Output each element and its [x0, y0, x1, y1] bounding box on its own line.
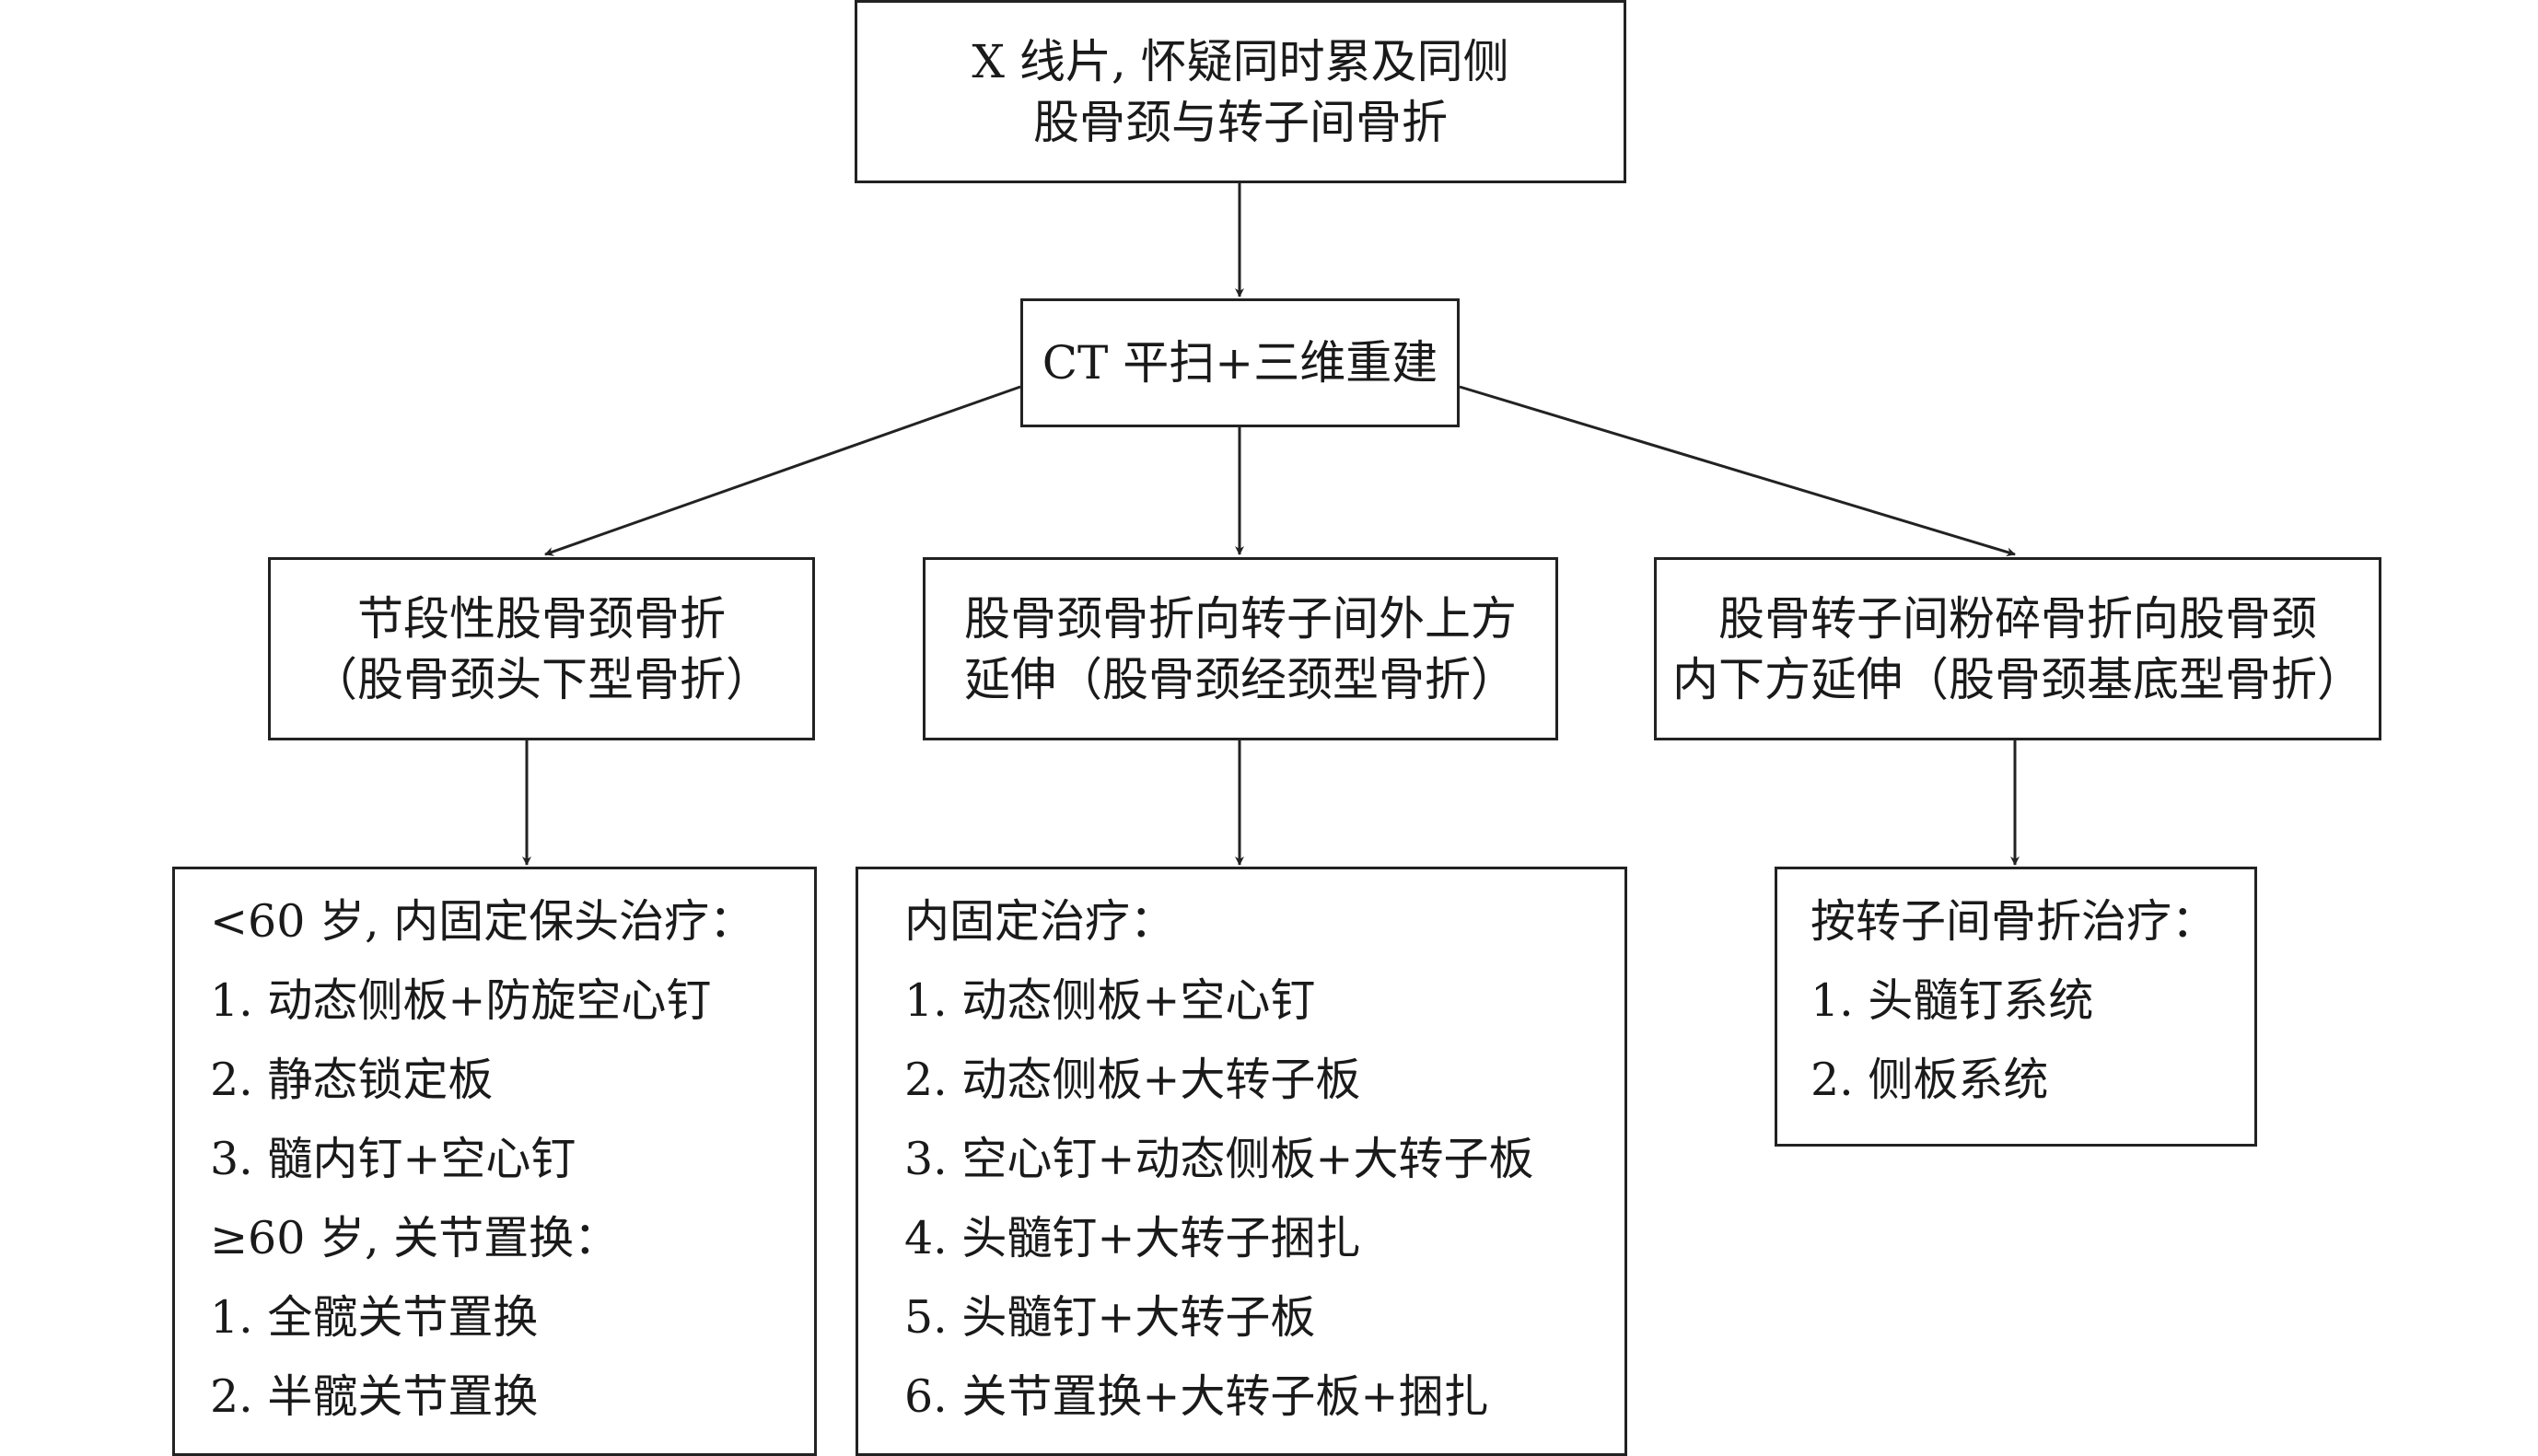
ct-scan-box: CT 平扫+三维重建: [1020, 298, 1460, 427]
treatment-item: 1. 头髓钉系统: [1810, 974, 2094, 1027]
treatment-item: 2. 侧板系统: [1810, 1054, 2049, 1106]
treatment-item: 5. 头髓钉+大转子板: [904, 1291, 1316, 1344]
segmental-fracture-box: 节段性股骨颈骨折 （股骨颈头下型骨折）: [268, 557, 815, 740]
treatment-item: 2. 静态锁定板: [210, 1054, 494, 1106]
basicervical-fracture-line-2: 内下方延伸（股骨颈基底型骨折）: [1672, 652, 2363, 706]
treatment-item: 1. 动态侧板+防旋空心钉: [210, 974, 712, 1027]
treatment-item: 3. 髓内钉+空心钉: [210, 1133, 576, 1185]
treatment-item: 6. 关节置换+大转子板+捆扎: [904, 1370, 1489, 1423]
treatment-item: 4. 头髓钉+大转子捆扎: [904, 1212, 1361, 1264]
segmental-fracture-line-1: 节段性股骨颈骨折: [357, 591, 726, 646]
arrow-ct-to-left: [544, 385, 1021, 556]
initial-xray-line-2: 股骨颈与转子间骨折: [1033, 95, 1448, 149]
arrow-ct-to-right: [1459, 385, 2016, 557]
segmental-fracture-line-2: （股骨颈头下型骨折）: [311, 652, 772, 706]
treatment-item: 2. 半髋关节置换: [210, 1370, 539, 1423]
treatment-item: ≥60 岁, 关节置换：: [210, 1212, 620, 1264]
left-treatment-list: <60 岁, 内固定保头治疗： 1. 动态侧板+防旋空心钉 2. 静态锁定板 3…: [172, 867, 817, 1456]
initial-xray-box: X 线片, 怀疑同时累及同侧 股骨颈与转子间骨折: [855, 0, 1626, 183]
right-treatment-list: 按转子间骨折治疗： 1. 头髓钉系统 2. 侧板系统: [1775, 867, 2257, 1147]
treatment-item: 2. 动态侧板+大转子板: [904, 1054, 1361, 1106]
treatment-item: 1. 动态侧板+空心钉: [904, 974, 1316, 1027]
treatment-item: 内固定治疗：: [904, 895, 1176, 948]
initial-xray-line-1: X 线片, 怀疑同时累及同侧: [972, 34, 1509, 88]
transcervical-fracture-line-2: 延伸（股骨颈经颈型骨折）: [964, 652, 1517, 706]
treatment-item: 3. 空心钉+动态侧板+大转子板: [904, 1133, 1534, 1185]
basicervical-fracture-box: 股骨转子间粉碎骨折向股骨颈 内下方延伸（股骨颈基底型骨折）: [1654, 557, 2381, 740]
mid-treatment-list: 内固定治疗： 1. 动态侧板+空心钉 2. 动态侧板+大转子板 3. 空心钉+动…: [856, 867, 1627, 1456]
treatment-item: 按转子间骨折治疗：: [1810, 895, 2218, 948]
transcervical-fracture-box: 股骨颈骨折向转子间外上方 延伸（股骨颈经颈型骨折）: [923, 557, 1558, 740]
treatment-item: <60 岁, 内固定保头治疗：: [210, 895, 755, 948]
basicervical-fracture-line-1: 股骨转子间粉碎骨折向股骨颈: [1718, 591, 2317, 646]
treatment-item: 1. 全髋关节置换: [210, 1291, 539, 1344]
ct-scan-label: CT 平扫+三维重建: [1042, 336, 1438, 390]
transcervical-fracture-line-1: 股骨颈骨折向转子间外上方: [964, 591, 1517, 646]
